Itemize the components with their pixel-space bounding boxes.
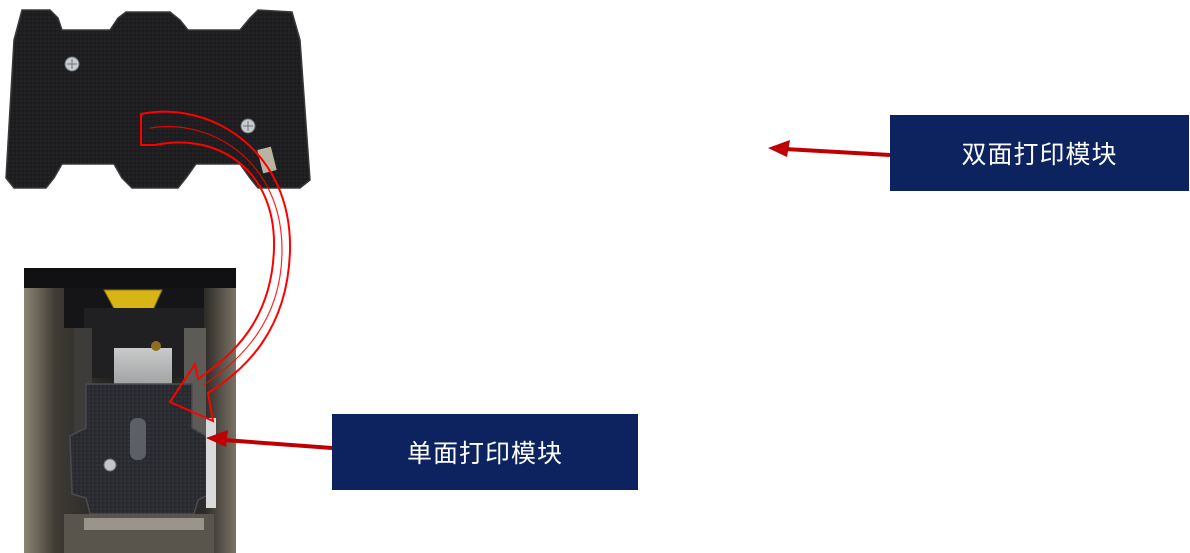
duplex-module-photo (5, 9, 311, 189)
simplex-printer-photo (24, 268, 236, 553)
duplex-plate-body (5, 9, 311, 189)
simplex-module-label: 单面打印模块 (332, 414, 638, 490)
duplex-pointer-arrow-icon (768, 140, 891, 157)
screw-icon (103, 458, 117, 472)
duplex-module-label: 双面打印模块 (890, 115, 1189, 191)
duplex-plate-tab (257, 146, 277, 174)
curved-move-arrow-icon (140, 110, 292, 423)
simplex-pointer-arrow-icon (206, 430, 333, 450)
